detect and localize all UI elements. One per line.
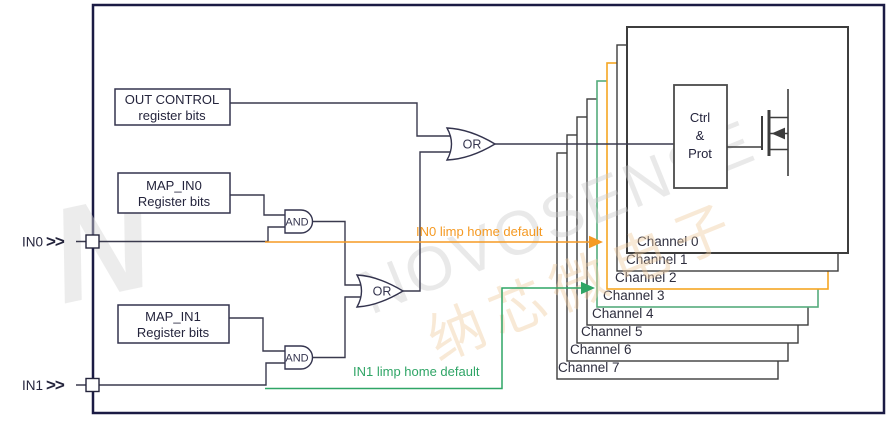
mosfet-body-arrow bbox=[771, 127, 785, 140]
channel-label: Channel 6 bbox=[570, 342, 632, 357]
channel-box-0: Channel 0 bbox=[626, 26, 849, 254]
channel-label: Channel 4 bbox=[592, 306, 654, 321]
and-gate-label: AND bbox=[285, 217, 308, 229]
ctrl-prot-block: Ctrl & Prot bbox=[673, 84, 728, 189]
box-outline bbox=[117, 172, 231, 214]
map-in0-line2: Register bits bbox=[138, 194, 211, 209]
ctrl-prot-line3: Prot bbox=[688, 146, 712, 161]
mosfet-icon bbox=[727, 89, 789, 176]
map-in1-box: MAP_IN1 Register bits bbox=[117, 304, 230, 344]
channel-label: Channel 5 bbox=[581, 324, 643, 339]
map-in0-line1: MAP_IN0 bbox=[146, 178, 202, 193]
ctrl-prot-box bbox=[673, 84, 728, 189]
map-in0-box: MAP_IN0 Register bits bbox=[117, 172, 231, 214]
wire-and0-to-or1 bbox=[312, 220, 362, 286]
map-in1-line2: Register bits bbox=[137, 325, 210, 340]
in0-chevrons: >> bbox=[46, 232, 65, 251]
channel-label: Channel 7 bbox=[558, 360, 620, 375]
register-boxes: OUT CONTROL register bits MAP_IN0 Regist… bbox=[114, 88, 231, 344]
wires bbox=[76, 102, 674, 386]
out-control-box: OUT CONTROL register bits bbox=[114, 88, 231, 126]
or-gate-label: OR bbox=[463, 138, 482, 152]
or-gate-shape bbox=[355, 274, 405, 308]
in1-limp-arrowhead bbox=[581, 281, 595, 295]
in0-limp-text: IN0 limp home default bbox=[416, 224, 543, 239]
or-gate-shape bbox=[445, 127, 497, 161]
wire-mapin0-to-and0 bbox=[230, 194, 286, 216]
in0-label: IN0 bbox=[22, 235, 43, 250]
wire-in0 bbox=[76, 226, 286, 243]
input-ports: IN0 >> IN1 >> bbox=[22, 232, 100, 395]
box-outline bbox=[117, 304, 230, 344]
channel-label: Channel 3 bbox=[603, 288, 665, 303]
or-gate-1: OR bbox=[355, 274, 405, 308]
in1-port bbox=[85, 377, 100, 393]
and-gate-shape bbox=[284, 209, 314, 234]
box-outline bbox=[114, 88, 231, 126]
map-in1-line1: MAP_IN1 bbox=[145, 309, 201, 324]
and-gate-0: AND bbox=[284, 209, 314, 234]
in1-limp-line bbox=[265, 287, 581, 390]
and-gate-shape bbox=[284, 345, 314, 370]
in1-label: IN1 bbox=[22, 378, 43, 393]
and-gate-1: AND bbox=[284, 345, 314, 370]
out-control-line1: OUT CONTROL bbox=[125, 92, 219, 107]
or-gate-0: OR bbox=[445, 127, 497, 161]
and-gate-label: AND bbox=[285, 353, 308, 365]
wire-outcontrol-to-or0 bbox=[230, 102, 451, 137]
channel-rect bbox=[626, 26, 849, 254]
wire-in1 bbox=[76, 362, 286, 386]
channel-label: Channel 2 bbox=[615, 270, 677, 285]
channel-label: Channel 0 bbox=[637, 234, 699, 249]
wire-mapin1-to-and1 bbox=[229, 317, 286, 352]
wire-and1-to-or1 bbox=[312, 296, 362, 359]
wire-or1-to-or0 bbox=[403, 151, 451, 292]
ctrl-prot-line2: & bbox=[696, 128, 705, 143]
in1-limp-text: IN1 limp home default bbox=[353, 364, 480, 379]
in0-limp-home-annotation: IN0 limp home default bbox=[265, 224, 603, 249]
in0-limp-arrowhead bbox=[589, 235, 603, 249]
ctrl-prot-line1: Ctrl bbox=[690, 110, 710, 125]
or-gate-label: OR bbox=[373, 285, 392, 299]
in1-chevrons: >> bbox=[46, 376, 65, 395]
gates: AND AND OR OR bbox=[284, 127, 497, 370]
in1-limp-home-annotation: IN1 limp home default bbox=[265, 281, 595, 390]
out-control-line2: register bits bbox=[138, 108, 206, 123]
in0-port bbox=[85, 234, 100, 249]
channel-label: Channel 1 bbox=[626, 252, 688, 267]
